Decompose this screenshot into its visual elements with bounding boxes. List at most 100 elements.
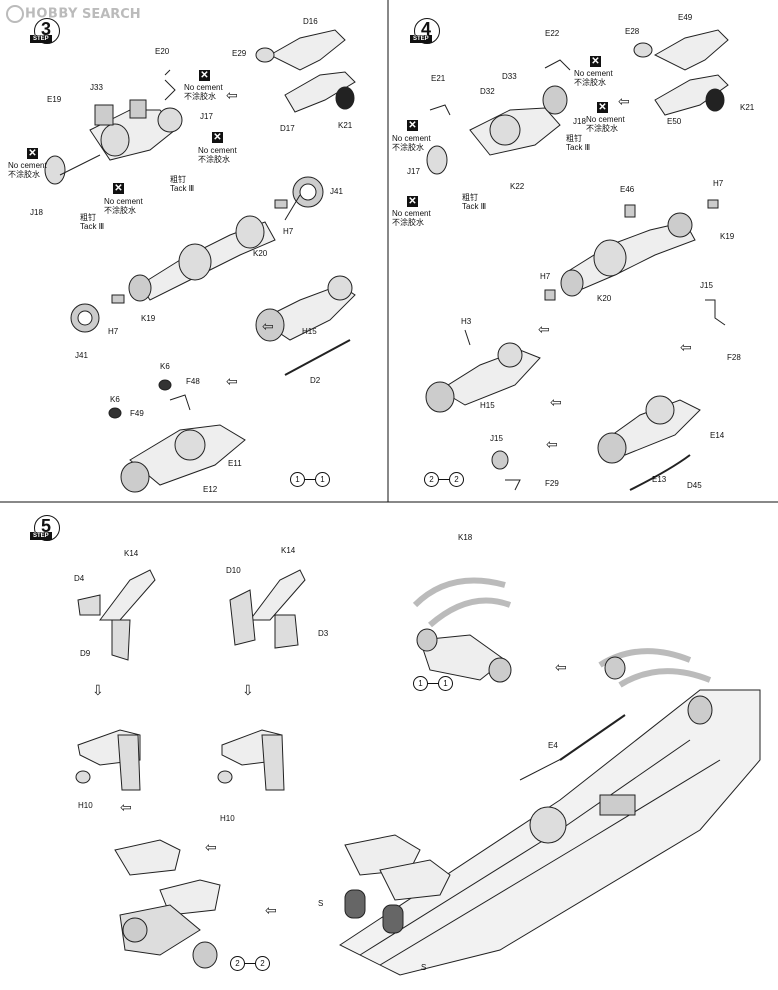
part-label: H7 — [713, 179, 724, 188]
part-label: H7 — [540, 272, 551, 281]
part-label: D2 — [310, 376, 321, 385]
part-label: K18 — [458, 533, 473, 542]
step-arrow-icon: ⇦ — [538, 321, 550, 337]
no-cement-icon: ✕ — [590, 56, 601, 67]
part-label: S — [318, 899, 324, 908]
step-arrow-icon: ⇦ — [680, 339, 692, 355]
part-label: K22 — [510, 182, 525, 191]
part-label: E28 — [625, 27, 640, 36]
part-label: K20 — [597, 294, 612, 303]
step-arrow-icon: ⇦ — [546, 436, 558, 452]
step-arrow-icon: ⇦ — [205, 839, 217, 855]
step-arrow-icon: ⇦ — [262, 318, 274, 334]
part-label: E29 — [232, 49, 247, 58]
step-arrow-icon: ⇦ — [120, 799, 132, 815]
watermark-text: SEARCH — [81, 6, 141, 22]
step-arrow-icon: ⇦ — [550, 394, 562, 410]
part-label: K14 — [124, 549, 139, 558]
part-label: E11 — [228, 459, 242, 468]
part-label: J17 — [407, 167, 420, 176]
part-label: J17 — [200, 112, 213, 121]
watermark: HOBBY SEARCH — [6, 5, 141, 23]
step-arrow-icon: ⇩ — [242, 682, 254, 698]
part-label: E19 — [47, 95, 62, 104]
part-label: E49 — [678, 13, 693, 22]
no-cement-icon: ✕ — [212, 132, 223, 143]
part-label: D32 — [480, 87, 495, 96]
step-arrow-icon: ⇦ — [226, 87, 238, 103]
part-label: K20 — [253, 249, 268, 258]
step-arrow-icon: ⇦ — [555, 659, 567, 675]
part-label: E46 — [620, 185, 635, 194]
part-label: K14 — [281, 546, 296, 555]
part-label: D9 — [80, 649, 91, 658]
no-cement-icon: ✕ — [113, 183, 124, 194]
part-label: S — [421, 963, 427, 972]
part-label: J33 — [90, 83, 103, 92]
part-label: D17 — [280, 124, 295, 133]
part-label: E20 — [155, 47, 170, 56]
part-label: K19 — [141, 314, 156, 323]
part-label: D4 — [74, 574, 85, 583]
no-cement-icon: ✕ — [27, 148, 38, 159]
no-cement-icon: ✕ — [407, 120, 418, 131]
part-label: H15 — [302, 327, 317, 336]
part-label: J41 — [330, 187, 343, 196]
part-label: H15 — [480, 401, 495, 410]
part-label: K6 — [110, 395, 120, 404]
part-label: K21 — [740, 103, 755, 112]
part-label: K6 — [160, 362, 170, 371]
part-label: J18 — [573, 117, 586, 126]
part-label: H3 — [461, 317, 472, 326]
part-label: J41 — [75, 351, 88, 360]
part-label: D45 — [687, 481, 702, 490]
step-arrow-icon: ⇦ — [226, 373, 238, 389]
part-label: D33 — [502, 72, 517, 81]
no-cement-icon: ✕ — [597, 102, 608, 113]
part-label: F28 — [727, 353, 741, 362]
step-arrow-icon: ⇦ — [265, 902, 277, 918]
part-label: E50 — [667, 117, 682, 126]
part-label: F49 — [130, 409, 144, 418]
part-label: H10 — [220, 814, 235, 823]
no-cement-icon: ✕ — [407, 196, 418, 207]
part-label: E21 — [431, 74, 446, 83]
part-label: E4 — [548, 741, 558, 750]
part-label: H10 — [78, 801, 93, 810]
part-label: H7 — [108, 327, 119, 336]
part-label: E12 — [203, 485, 218, 494]
part-label: E22 — [545, 29, 560, 38]
part-label: D3 — [318, 629, 329, 638]
part-label: D10 — [226, 566, 241, 575]
part-label: F29 — [545, 479, 559, 488]
part-label: J15 — [490, 434, 503, 443]
part-label: J18 — [30, 208, 43, 217]
watermark-logo: HOBBY — [6, 5, 78, 23]
part-label: K19 — [720, 232, 735, 241]
no-cement-icon: ✕ — [199, 70, 210, 81]
step-arrow-icon: ⇦ — [618, 93, 630, 109]
part-label: K21 — [338, 121, 353, 130]
step-arrow-icon: ⇩ — [92, 682, 104, 698]
part-label: E13 — [652, 475, 667, 484]
